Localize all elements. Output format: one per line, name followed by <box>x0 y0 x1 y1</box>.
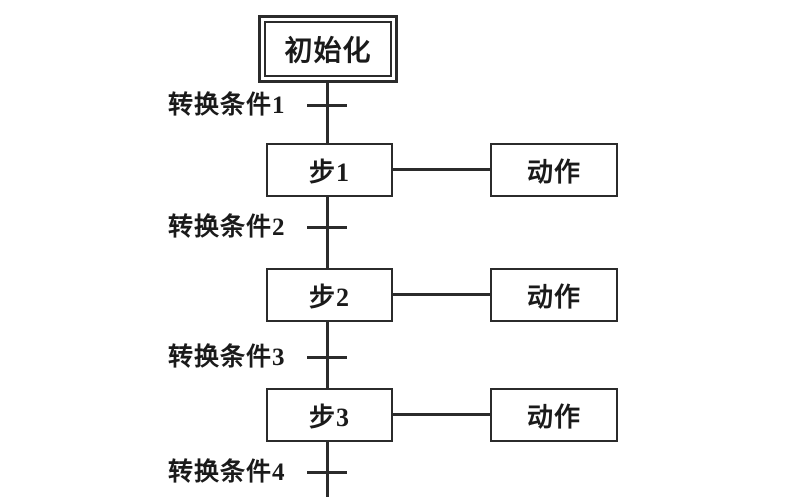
transition-bar-1 <box>307 104 347 107</box>
step-box-1: 步1 <box>266 143 393 197</box>
step-box-2: 步2 <box>266 268 393 322</box>
transition-bar-2 <box>307 226 347 229</box>
step-box-3: 步3 <box>266 388 393 442</box>
connector-step1-action <box>393 168 490 171</box>
initial-step-box: 初始化 <box>258 15 398 83</box>
transition-label-2: 转换条件2 <box>168 214 286 241</box>
action-box-1: 动作 <box>490 143 618 197</box>
connector-step3-action <box>393 413 490 416</box>
transition-bar-3 <box>307 356 347 359</box>
initial-step-label: 初始化 <box>264 21 392 77</box>
step-label-2: 步2 <box>308 282 350 312</box>
action-label-2: 动作 <box>526 282 581 312</box>
transition-label-3: 转换条件3 <box>168 344 286 371</box>
transition-label-1: 转换条件1 <box>168 92 286 119</box>
step-label-1: 步1 <box>308 157 350 187</box>
transition-bar-4 <box>307 471 347 474</box>
action-label-1: 动作 <box>526 157 581 187</box>
transition-label-4: 转换条件4 <box>168 459 286 486</box>
action-box-2: 动作 <box>490 268 618 322</box>
connector-step2-action <box>393 293 490 296</box>
step-label-3: 步3 <box>308 402 350 432</box>
action-label-3: 动作 <box>526 402 581 432</box>
action-box-3: 动作 <box>490 388 618 442</box>
